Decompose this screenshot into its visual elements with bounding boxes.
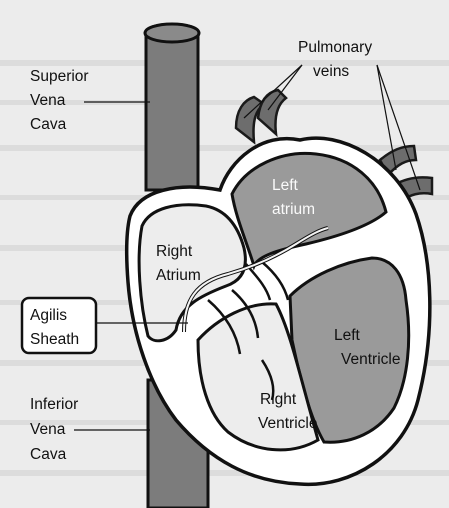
svg-text:Atrium: Atrium — [156, 267, 201, 284]
svg-text:atrium: atrium — [272, 201, 315, 218]
right-ventricle-label: Right Ventricle — [258, 391, 317, 432]
svg-text:Left: Left — [272, 177, 299, 194]
svg-text:veins: veins — [313, 63, 349, 80]
svg-text:Superior: Superior — [30, 68, 89, 85]
svg-text:Ventricle: Ventricle — [341, 351, 400, 368]
svg-text:Vena: Vena — [30, 92, 66, 109]
superior-vena-cava-label: Superior Vena Cava — [30, 68, 89, 133]
svg-text:Ventricle: Ventricle — [258, 415, 317, 432]
svg-text:Cava: Cava — [30, 116, 67, 133]
svg-text:Right: Right — [260, 391, 297, 408]
svg-text:Inferior: Inferior — [30, 396, 78, 413]
agilis-sheath-label: Agilis Sheath — [22, 298, 96, 353]
svg-text:Cava: Cava — [30, 446, 67, 463]
inferior-vena-cava-label: Inferior Vena Cava — [30, 396, 78, 463]
svg-text:Agilis: Agilis — [30, 307, 67, 324]
right-atrium-label: Right Atrium — [156, 243, 201, 284]
svg-text:Vena: Vena — [30, 421, 66, 438]
left-ventricle-label: Left Ventricle — [334, 327, 400, 368]
svg-text:Right: Right — [156, 243, 193, 260]
left-atrium-label: Left atrium — [272, 177, 315, 218]
svg-text:Sheath: Sheath — [30, 331, 79, 348]
svg-text:Pulmonary: Pulmonary — [298, 39, 372, 56]
svg-text:Left: Left — [334, 327, 361, 344]
pulmonary-veins-label: Pulmonary veins — [298, 39, 372, 80]
